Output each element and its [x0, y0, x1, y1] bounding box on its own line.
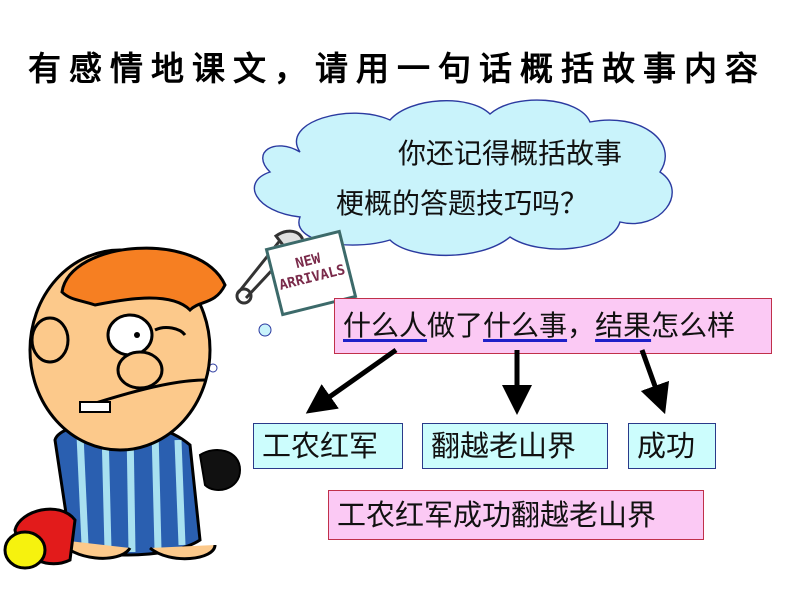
thought-dots	[208, 323, 272, 373]
formula-how: 怎么样	[651, 309, 736, 342]
answer-result-box: 成功	[628, 423, 716, 469]
arrow-who	[305, 347, 398, 414]
answer-what-box: 翻越老山界	[422, 423, 608, 469]
formula-result: 结果	[595, 309, 652, 342]
formula-did: 做了	[427, 309, 484, 342]
summary-box: 工农红军成功翻越老山界	[328, 490, 704, 540]
formula-who: 什么人	[343, 309, 428, 342]
arrow-result	[639, 349, 670, 415]
page-title: 有感情地课文，请用一句话概括故事内容	[28, 49, 766, 88]
formula-what: 什么事	[483, 309, 568, 342]
cartoon-boy-illustration	[3, 246, 242, 570]
thought-cloud	[253, 99, 673, 257]
formula-comma: ，	[567, 309, 596, 342]
formula-box: 什么人做了什么事，结果怎么样	[334, 298, 772, 354]
thought-line-1: 你还记得概括故事	[398, 137, 623, 170]
answer-who-box: 工农红军	[253, 423, 403, 469]
thought-line-2: 梗概的答题技巧吗？	[336, 187, 589, 220]
